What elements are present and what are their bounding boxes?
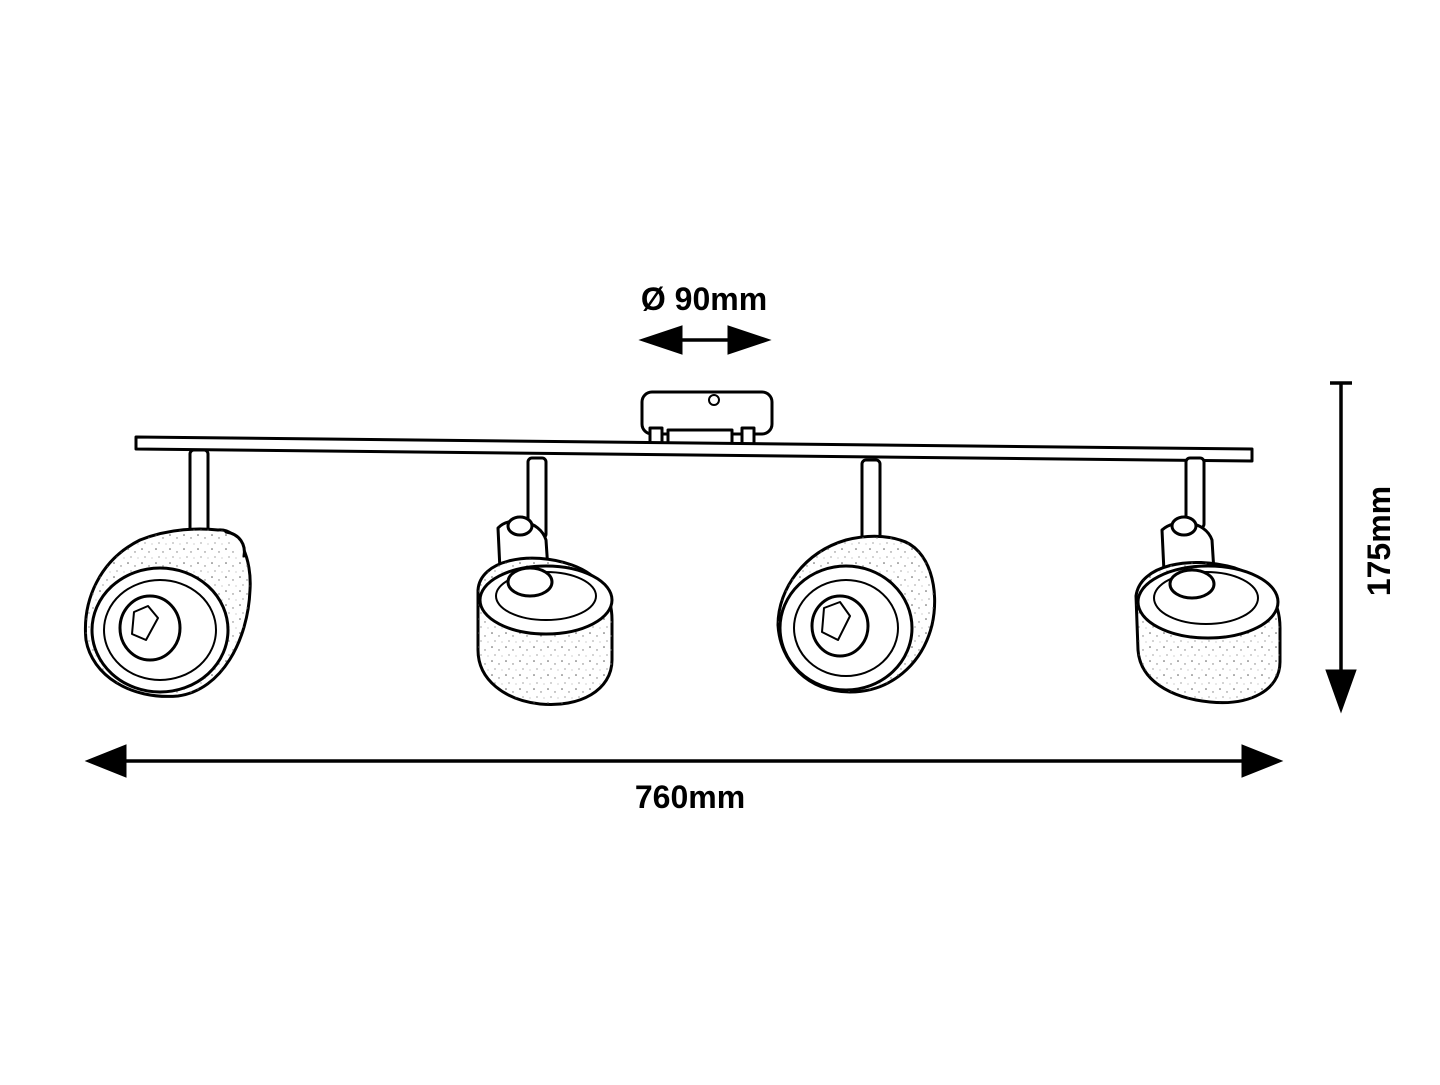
width-dimension: 760mm (84, 744, 1284, 815)
canopy-diameter-label: Ø 90mm (641, 281, 767, 317)
spot-4 (1134, 456, 1282, 705)
canopy (640, 390, 774, 448)
width-label: 760mm (635, 779, 745, 815)
spot-1 (83, 448, 252, 698)
height-dimension: 175mm (1325, 381, 1397, 714)
spot-2 (476, 456, 614, 707)
canopy-diameter-dimension: Ø 90mm (638, 281, 772, 355)
mounting-bar (134, 435, 1254, 463)
height-label: 175mm (1361, 486, 1397, 596)
spot-3 (776, 458, 937, 694)
